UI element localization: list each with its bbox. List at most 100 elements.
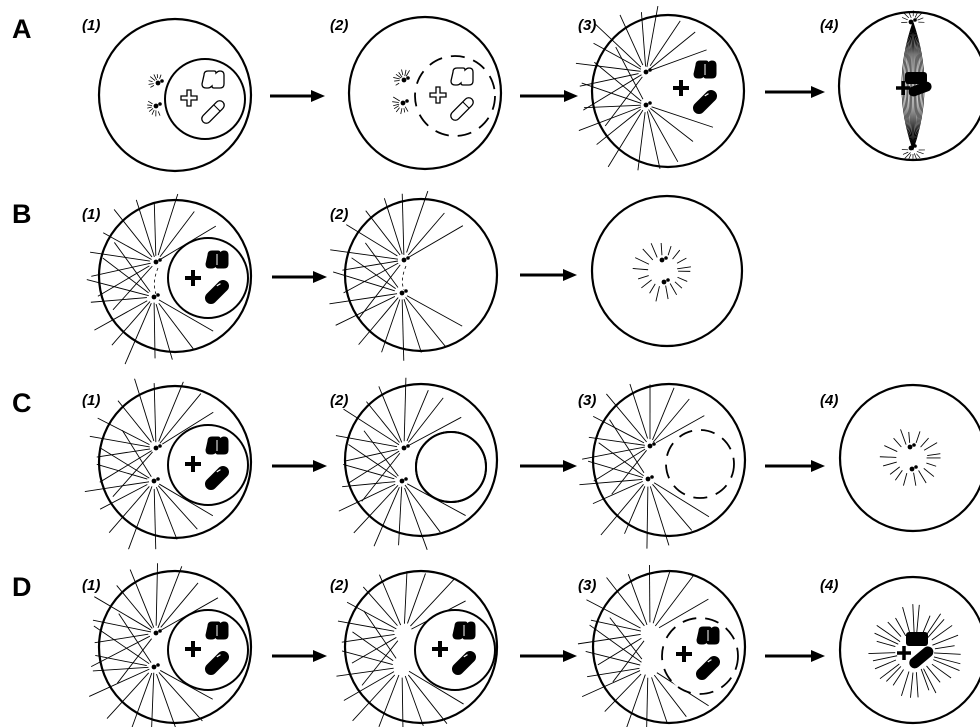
aster-lower: [84, 430, 214, 550]
microtubule-ray: [96, 463, 148, 480]
aster-upper: [393, 69, 410, 86]
central-aster: [632, 242, 691, 302]
microtubule-ray: [383, 198, 403, 255]
centriole: [151, 664, 157, 670]
microtubule-ray: [641, 279, 652, 289]
microtubule-ray: [650, 108, 694, 142]
microtubule-ray: [155, 563, 158, 626]
centriole: [153, 630, 159, 636]
microtubule-ray: [147, 100, 153, 105]
chromosomes: [185, 621, 230, 676]
centrosome-upper: [401, 444, 410, 451]
centrosome-lower: [399, 477, 408, 484]
microtubule-ray: [106, 672, 150, 719]
stage-label-d4: (4): [820, 577, 838, 594]
centriole: [404, 289, 408, 293]
chromosome-rod: [204, 465, 230, 491]
microtubule-ray: [157, 485, 198, 530]
microtubule-ray: [901, 671, 910, 696]
microtubule-ray: [116, 585, 153, 629]
microtubule-ray: [651, 106, 714, 128]
microtubule-ray: [634, 257, 650, 265]
microtubule-ray: [654, 575, 694, 627]
centriole: [405, 99, 409, 103]
microtubule-ray: [348, 444, 398, 478]
aster-upper: [335, 377, 462, 502]
microtubule-ray: [102, 257, 149, 294]
arrow-head: [313, 460, 327, 472]
aster-lower: [147, 100, 161, 117]
microtubule-ray: [94, 300, 148, 331]
cell-d4: [838, 575, 980, 725]
microtubule-ray: [646, 5, 659, 68]
microtubule-ray: [401, 299, 405, 361]
microtubule-ray: [581, 670, 641, 698]
stage-label-c4: (4): [820, 392, 838, 409]
centriole: [659, 257, 665, 263]
microtubule-ray: [409, 416, 462, 446]
microtubule-ray: [365, 242, 399, 288]
microtubule-ray: [874, 632, 899, 645]
chromosome-cross: [185, 270, 201, 286]
microtubule-ray: [365, 210, 401, 256]
chromosome-rod: [909, 646, 934, 669]
microtubule-ray: [84, 481, 150, 493]
microtubule-ray: [407, 674, 448, 724]
aster-lower: [392, 96, 409, 115]
microtubule-ray: [113, 209, 153, 258]
nuclear-envelope: [414, 55, 496, 137]
aster-lower: [89, 613, 213, 727]
microtubule-ray: [118, 613, 152, 663]
microtubule-ray: [646, 111, 661, 169]
centriole: [156, 293, 160, 297]
microtubule-ray: [653, 482, 710, 518]
microtubule-ray: [403, 108, 406, 113]
microtubule-ray: [97, 265, 150, 297]
microtubule-ray: [637, 112, 646, 171]
microtubule-ray: [361, 452, 401, 502]
centriole: [908, 145, 914, 151]
centriole: [652, 442, 656, 446]
centriole: [643, 69, 649, 75]
centrosome-lower: [399, 289, 408, 296]
microtubule-ray: [404, 571, 408, 624]
microtubule-ray: [407, 397, 444, 443]
microtubule-ray: [650, 49, 707, 71]
microtubule-ray: [352, 631, 394, 662]
microtubule-ray: [588, 436, 645, 446]
microtubule-ray: [342, 481, 396, 488]
microtubule-ray: [913, 472, 917, 486]
microtubule-ray: [923, 668, 937, 694]
microtubule-ray: [403, 377, 407, 442]
row-label-c: C: [12, 388, 32, 418]
microtubule-ray: [900, 429, 907, 445]
microtubule-ray: [404, 487, 428, 550]
centriole: [158, 258, 162, 262]
microtubule-ray: [932, 634, 959, 646]
microtubule-ray: [116, 638, 152, 684]
aster-upper: [330, 190, 464, 319]
microtubule-ray: [650, 243, 658, 258]
microtubule-ray: [410, 579, 455, 627]
microtubule-ray: [153, 383, 157, 443]
arrow-head: [313, 271, 327, 283]
microtubule-ray: [341, 650, 393, 665]
microtubule-ray: [117, 400, 152, 443]
microtubule-ray: [395, 82, 400, 86]
microtubule-ray: [134, 378, 155, 442]
aster-lower: [579, 419, 710, 549]
microtubule-ray: [90, 251, 150, 262]
microtubule-ray: [632, 268, 649, 271]
microtubule-ray: [578, 106, 642, 131]
microtubule-ray: [363, 430, 399, 477]
microtubule-ray: [404, 675, 424, 727]
cell-membrane: [97, 17, 253, 173]
labels-layer: A B C D (1) (2) (3) (4) (1) (2) (1) (2) …: [12, 14, 838, 602]
microtubule-ray: [916, 604, 920, 633]
microtubule-ray: [593, 448, 646, 482]
microtubule-ray: [128, 486, 153, 550]
microtubule-ray: [665, 285, 669, 300]
microtubule-ray: [92, 666, 149, 672]
microtubule-ray: [922, 615, 931, 635]
microtubule-ray: [162, 411, 214, 445]
